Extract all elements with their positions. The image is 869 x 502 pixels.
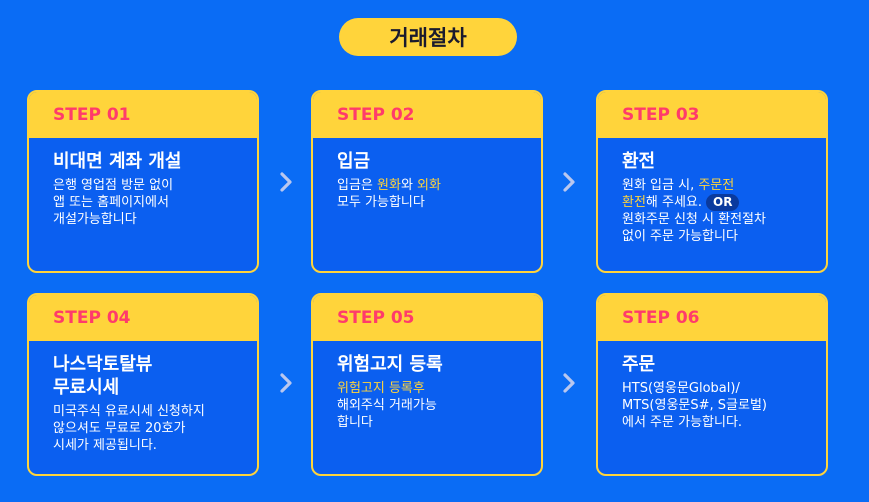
step-title: 입금 <box>337 151 371 172</box>
chevron-right-icon <box>557 371 581 395</box>
desc-line: 모두 가능합니다 <box>337 195 425 210</box>
desc-line: HTS(영웅문Global)/ <box>622 381 740 396</box>
desc-text: 해 주세요. <box>645 195 703 210</box>
highlight-text: 주문전 <box>698 178 735 193</box>
desc-line: 원화 입금 시, 주문전 <box>622 177 826 194</box>
chevron-right-icon <box>274 371 298 395</box>
step-title: 주문 <box>622 354 656 375</box>
desc-line: 입금은 원화와 외화 <box>337 177 541 194</box>
step-label: STEP 03 <box>598 92 826 138</box>
step-description: 입금은 원화와 외화 모두 가능합니다 <box>337 177 541 211</box>
or-badge: OR <box>706 194 740 211</box>
desc-line: 합니다 <box>337 415 373 430</box>
chevron-right-icon <box>557 170 581 194</box>
desc-line: 에서 주문 가능합니다. <box>622 415 743 430</box>
step-description: 은행 영업점 방문 없이 앱 또는 홈페이지에서 개설가능합니다 <box>53 177 257 228</box>
step-description: 미국주식 유료시세 신청하지 않으셔도 무료로 20호가 시세가 제공됩니다. <box>53 403 257 454</box>
desc-line: 해외주식 거래가능 <box>337 398 437 413</box>
highlight-text: 원화 <box>377 178 401 193</box>
step-label: STEP 04 <box>29 295 257 341</box>
step-title: 비대면 계좌 개설 <box>53 151 182 172</box>
step-description: 위험고지 등록후 해외주식 거래가능 합니다 <box>337 380 541 431</box>
step-card-02: STEP 02 입금 입금은 원화와 외화 모두 가능합니다 <box>311 90 543 273</box>
step-description: HTS(영웅문Global)/ MTS(영웅문S#, S글로벌) 에서 주문 가… <box>622 380 826 431</box>
highlight-text: 환전 <box>622 195 646 210</box>
step-title: 위험고지 등록 <box>337 354 443 375</box>
step-description: 원화 입금 시, 주문전 환전해 주세요.OR 원화주문 신청 시 환전절차 없… <box>622 177 826 245</box>
step-label: STEP 02 <box>313 92 541 138</box>
step-card-04: STEP 04 나스닥토탈뷰 무료시세 미국주식 유료시세 신청하지 않으셔도 … <box>27 293 259 476</box>
step-title: 나스닥토탈뷰 무료시세 <box>53 353 257 399</box>
desc-line: 개설가능합니다 <box>53 212 137 227</box>
desc-line: 위험고지 등록후 <box>337 381 425 396</box>
highlight-text: 외화 <box>417 178 441 193</box>
desc-text: 와 <box>400 178 418 193</box>
desc-line: 앱 또는 홈페이지에서 <box>53 195 169 210</box>
step-title: 환전 <box>622 151 656 172</box>
step-label: STEP 05 <box>313 295 541 341</box>
desc-line: MTS(영웅문S#, S글로벌) <box>622 398 767 413</box>
desc-text: 입금은 <box>337 178 378 193</box>
desc-line: 은행 영업점 방문 없이 <box>53 178 174 193</box>
step-label: STEP 06 <box>598 295 826 341</box>
title-line: 무료시세 <box>53 377 120 398</box>
step-card-01: STEP 01 비대면 계좌 개설 은행 영업점 방문 없이 앱 또는 홈페이지… <box>27 90 259 273</box>
chevron-right-icon <box>274 170 298 194</box>
desc-line: 않으셔도 무료로 20호가 <box>53 421 186 436</box>
desc-line: 미국주식 유료시세 신청하지 <box>53 404 205 419</box>
title-line: 나스닥토탈뷰 <box>53 354 153 375</box>
step-card-03: STEP 03 환전 원화 입금 시, 주문전 환전해 주세요.OR 원화주문 … <box>596 90 828 273</box>
desc-line: 원화주문 신청 시 환전절차 <box>622 212 766 227</box>
step-label: STEP 01 <box>29 92 257 138</box>
step-card-05: STEP 05 위험고지 등록 위험고지 등록후 해외주식 거래가능 합니다 <box>311 293 543 476</box>
desc-text: 원화 입금 시, <box>622 178 699 193</box>
desc-line: 없이 주문 가능합니다 <box>622 229 738 244</box>
step-card-06: STEP 06 주문 HTS(영웅문Global)/ MTS(영웅문S#, S글… <box>596 293 828 476</box>
page-title: 거래절차 <box>339 18 517 56</box>
desc-line: 환전해 주세요.OR <box>622 194 826 211</box>
desc-line: 시세가 제공됩니다. <box>53 438 157 453</box>
